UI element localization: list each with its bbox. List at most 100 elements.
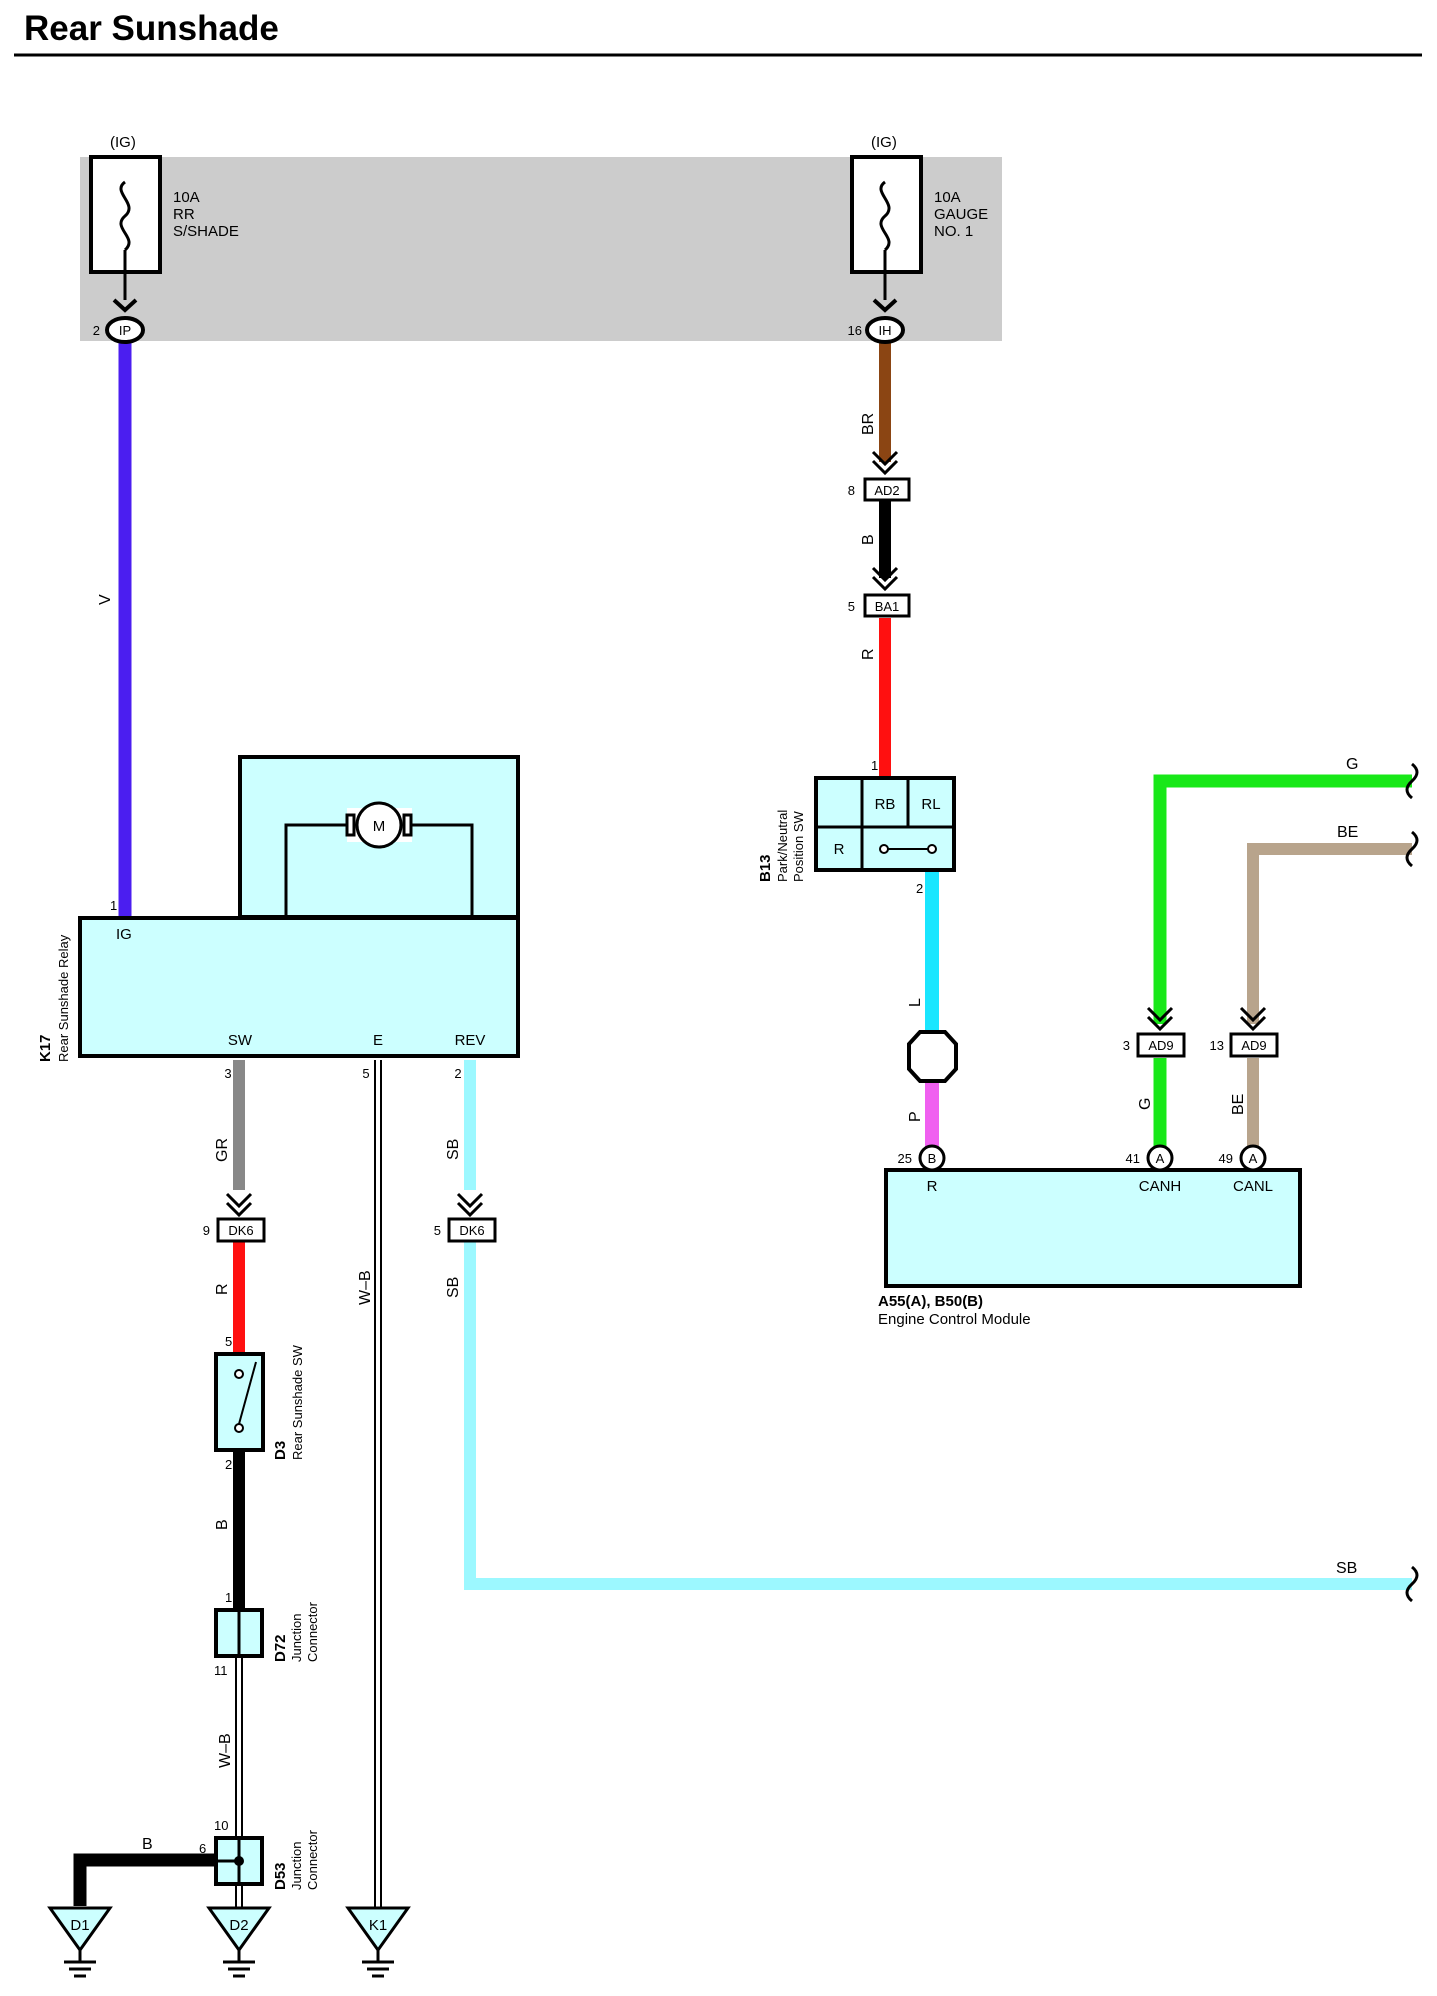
d72-code: D72: [272, 1634, 289, 1662]
ad9-be-name: AD9: [1241, 1038, 1266, 1053]
d72-pin-top: 1: [225, 1590, 232, 1605]
k17-sw-pin: 3: [224, 1066, 231, 1081]
label-wb-d72: W–B: [217, 1733, 234, 1768]
label-g-top: G: [1346, 756, 1358, 773]
ecm-canl-conn: A: [1249, 1151, 1258, 1166]
b13-r: R: [834, 841, 845, 858]
d53-pin-side: 6: [199, 1841, 206, 1856]
d53-pin-top: 10: [214, 1818, 228, 1833]
ecm-canh-terminal: [1146, 1144, 1174, 1172]
fuse2-connector-name: IH: [879, 323, 892, 338]
wire-be-continues-icon: [1405, 830, 1419, 868]
fuse2-name2: NO. 1: [934, 223, 973, 240]
k17-code: K17: [37, 1034, 54, 1062]
fuse2-pin: 16: [848, 323, 862, 338]
ecm-name: Engine Control Module: [878, 1311, 1031, 1328]
d53-code: D53: [272, 1862, 289, 1890]
label-wb-main: W–B: [357, 1270, 374, 1305]
motor-label: M: [373, 818, 386, 835]
fuse-block: [80, 157, 1002, 341]
k17-ig-label: IG: [116, 926, 132, 943]
k17-name: Rear Sunshade Relay: [56, 934, 71, 1062]
splice-octagon-icon: [907, 1030, 958, 1083]
fuse1-name1: RR: [173, 206, 195, 223]
ground-d2: D2: [206, 1906, 272, 1978]
ecm-code: A55(A), B50(B): [878, 1293, 983, 1310]
ecm-r-pin: 25: [898, 1151, 912, 1166]
label-br: BR: [860, 413, 877, 435]
d72-pin-bottom: 11: [214, 1663, 228, 1678]
ad9-g-name: AD9: [1148, 1038, 1173, 1053]
dk6-gr-chevron-icon: [225, 1192, 253, 1218]
page-title: Rear Sunshade: [24, 9, 279, 48]
label-r-ba1: R: [860, 648, 877, 660]
fuse1-connector: [105, 316, 145, 344]
label-b-d3: B: [214, 1519, 231, 1530]
d3-name: Rear Sunshade SW: [290, 1344, 305, 1460]
ad2-name: AD2: [874, 483, 899, 498]
ad9-g-chevron-icon: [1146, 1006, 1174, 1032]
wire-be: [1247, 843, 1412, 1024]
ad9-g-connector: [1136, 1032, 1186, 1058]
dk6-sb-name: DK6: [459, 1223, 484, 1238]
label-sb1: SB: [445, 1139, 462, 1160]
ad9-g-pin: 3: [1123, 1038, 1130, 1053]
label-be-down: BE: [1230, 1094, 1247, 1115]
ad2-connector: [863, 477, 911, 502]
ground-k1: K1: [345, 1906, 411, 1978]
d53-name1: Junction: [289, 1842, 304, 1890]
label-p: P: [907, 1111, 924, 1122]
dk6-sb-chevron-icon: [456, 1192, 484, 1218]
ad2-pin: 8: [848, 483, 855, 498]
b13-rb: RB: [875, 796, 896, 813]
motor-icon: [355, 801, 403, 849]
fuse2-rating: 10A: [934, 189, 961, 206]
wire-sb-continues-icon: [1405, 1565, 1419, 1603]
dk6-sb-connector: [447, 1217, 497, 1243]
wire-g-continues-icon: [1405, 762, 1419, 800]
label-gr: GR: [214, 1138, 231, 1162]
fuse1-symbol-icon: [119, 180, 131, 252]
d72-name2: Connector: [305, 1601, 320, 1662]
ecm-r-terminal: [918, 1144, 946, 1172]
ba1-chevron-icon: [871, 566, 899, 592]
d53-junction: [214, 1836, 264, 1886]
ad9-be-connector: [1229, 1032, 1279, 1058]
label-sb-right: SB: [1336, 1560, 1357, 1577]
label-l: L: [907, 998, 924, 1007]
ecm-r-label: R: [927, 1178, 938, 1195]
ground-k1-label: K1: [369, 1917, 387, 1934]
dk6-gr-name: DK6: [228, 1223, 253, 1238]
dk6-gr-pin: 9: [203, 1223, 210, 1238]
fuse2-source: (IG): [871, 134, 897, 151]
ground-d2-label: D2: [229, 1917, 248, 1934]
label-r-dk6: R: [214, 1283, 231, 1295]
label-be-top: BE: [1337, 824, 1358, 841]
k17-ig-pin: 1: [110, 898, 117, 913]
ad9-be-chevron-icon: [1239, 1006, 1267, 1032]
d3-pin-bottom: 2: [225, 1457, 232, 1472]
k17-e-pin: 5: [362, 1066, 369, 1081]
fuse1-connector-name: IP: [119, 323, 131, 338]
b13-pin-out: 2: [916, 881, 923, 896]
wire-g: [1153, 774, 1412, 1024]
fuse1-name2: S/SHADE: [173, 223, 239, 240]
ecm-box: [884, 1168, 1302, 1288]
fuse2-connector: [865, 316, 905, 344]
fuse1-rating: 10A: [173, 189, 200, 206]
b13-pin-in: 1: [871, 758, 878, 773]
fuse2-name1: GAUGE: [934, 206, 988, 223]
wire-sb2: [464, 1240, 1412, 1590]
d3-pin-top: 5: [225, 1334, 232, 1349]
k17-relay: M: [78, 755, 520, 1058]
k17-sw-label: SW: [228, 1032, 253, 1049]
wire-b-d1: [73, 1853, 228, 1906]
ground-d1: D1: [47, 1906, 113, 1978]
ecm-canl-label: CANL: [1233, 1178, 1273, 1195]
b13-code: B13: [757, 854, 774, 882]
fuse2-symbol-icon: [879, 180, 891, 252]
label-v: V: [97, 594, 114, 605]
b13-switch: [814, 776, 956, 872]
ecm-canh-label: CANH: [1139, 1178, 1182, 1195]
ad2-chevron-icon: [871, 450, 899, 476]
